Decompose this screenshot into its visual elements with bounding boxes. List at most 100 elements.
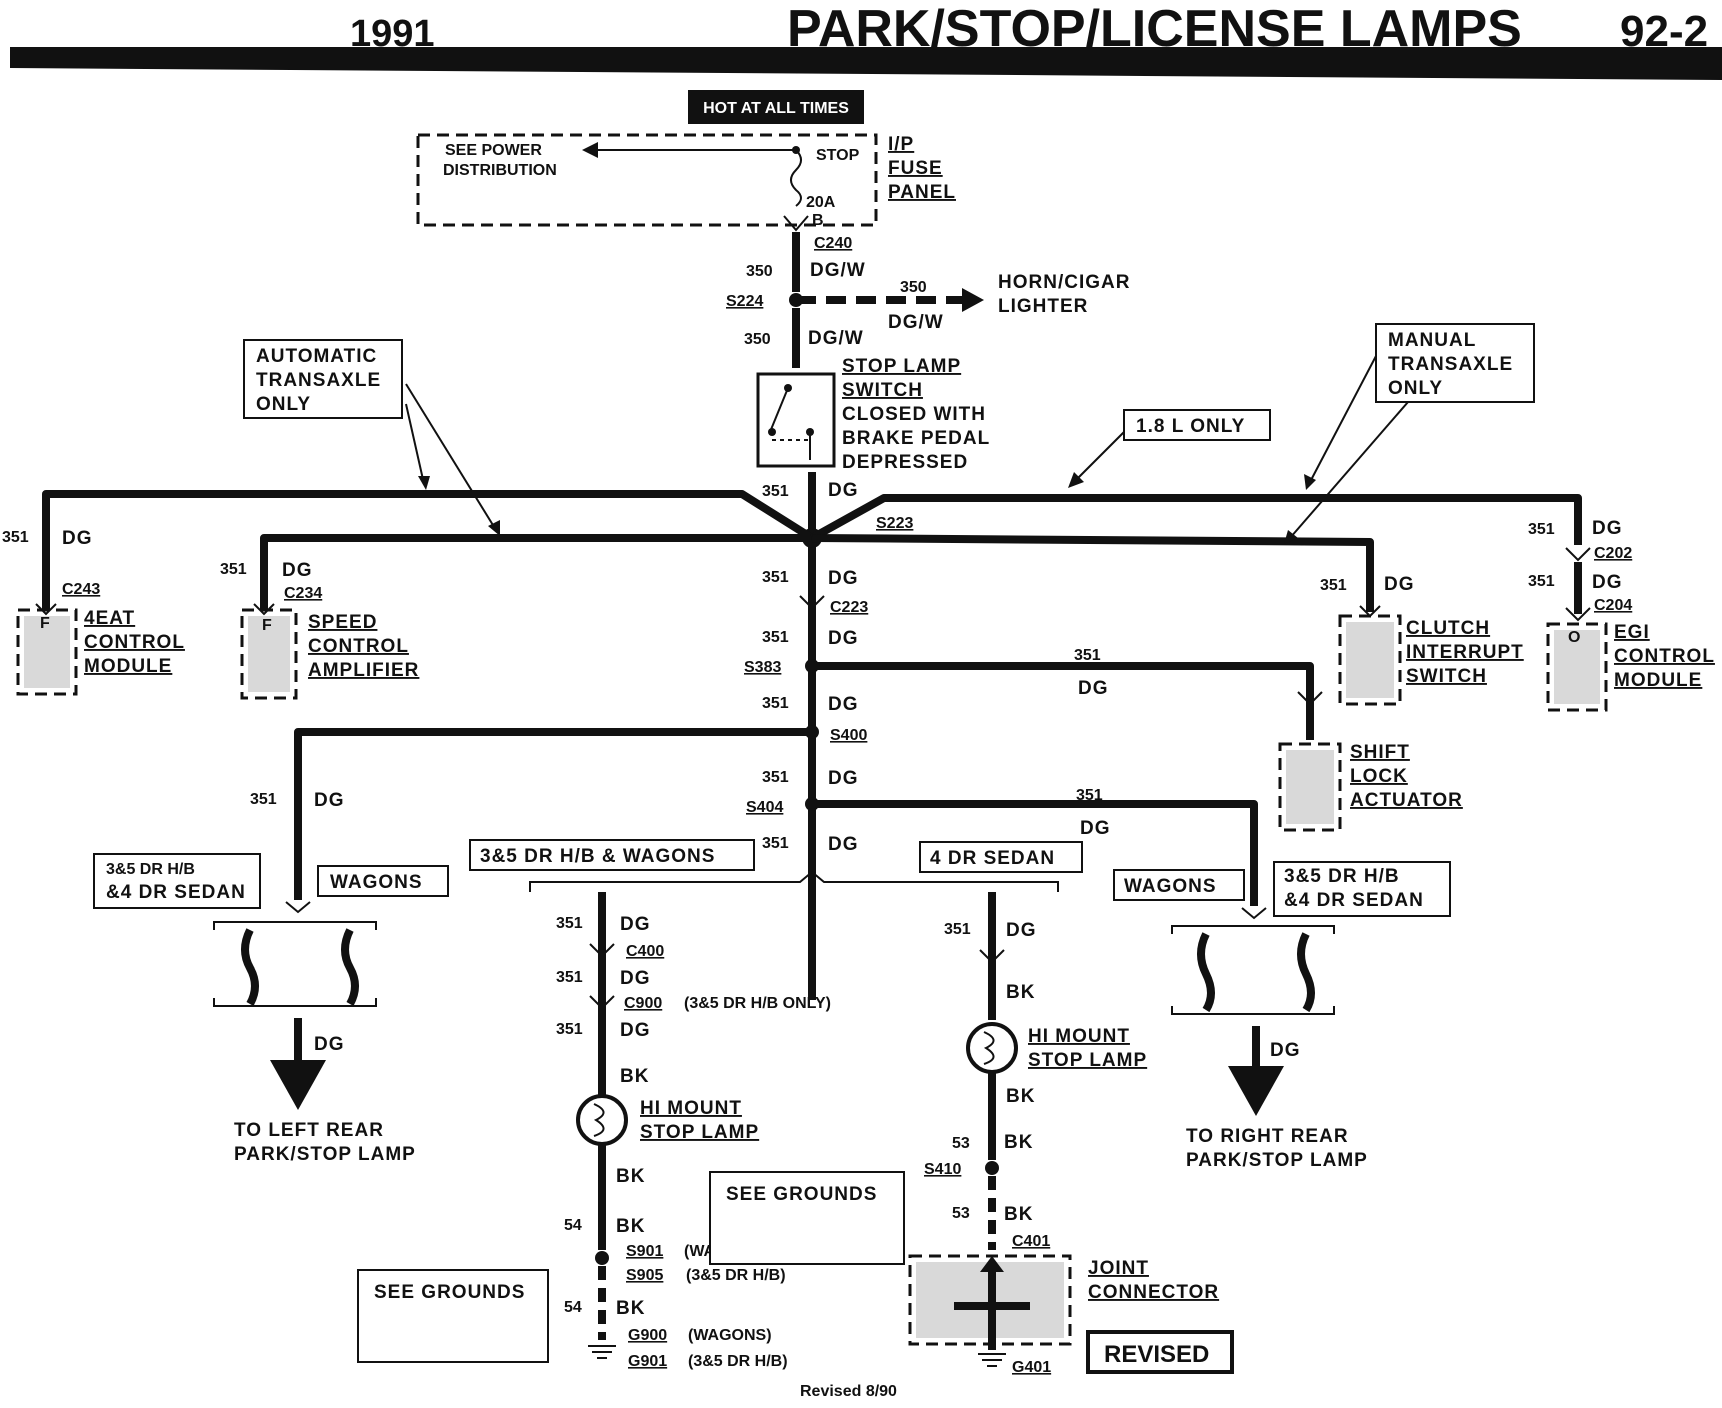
eat-label-1: 4EAT bbox=[84, 608, 135, 629]
speed-pin-f: F bbox=[262, 617, 272, 634]
variant-box-right-hb bbox=[1273, 861, 1451, 917]
stop-switch-1: STOP LAMP bbox=[842, 356, 961, 377]
variant-sedan4: 4 DR SEDAN bbox=[930, 848, 1055, 869]
revised-date: Revised 8/90 bbox=[800, 1383, 897, 1400]
fuse-panel-outline bbox=[416, 133, 878, 227]
upper-branches: 351 DG C243 351 DG C234 351 DG 351 DG C2… bbox=[2, 323, 1632, 622]
horn-wire-350: 350 bbox=[900, 279, 927, 296]
horn-label-2: LIGHTER bbox=[998, 296, 1088, 317]
see-grounds-center: SEE GROUNDS bbox=[726, 1184, 877, 1205]
g901-note: (3&5 DR H/B) bbox=[688, 1353, 788, 1370]
c240-label: C240 bbox=[814, 235, 852, 252]
wire-dg-c204: DG bbox=[1592, 572, 1623, 593]
c243-label: C243 bbox=[62, 581, 100, 598]
wire-dg-eat: DG bbox=[62, 528, 93, 549]
arrow-right-icon bbox=[962, 288, 984, 312]
wire-dg-hm1-b: DG bbox=[620, 968, 651, 989]
c400-label: C400 bbox=[626, 943, 664, 960]
variant-box-sedan4 bbox=[919, 841, 1083, 873]
hi-mount-stop-lamp-2 bbox=[966, 1022, 1018, 1074]
eat-pin-f: F bbox=[40, 615, 50, 632]
wire-bk-hm1-d: BK bbox=[616, 1298, 645, 1319]
wire-351-trunk-e: 351 bbox=[762, 769, 789, 786]
himount1-label-1: HI MOUNT bbox=[640, 1098, 742, 1119]
himount2-label-1: HI MOUNT bbox=[1028, 1026, 1130, 1047]
egi-label-1: EGI bbox=[1614, 622, 1650, 643]
stop-switch-5: DEPRESSED bbox=[842, 452, 968, 473]
speed-control-amplifier bbox=[240, 608, 298, 700]
wire-351-right: 351 bbox=[1076, 787, 1103, 804]
variant-left-hb-2: &4 DR SEDAN bbox=[106, 882, 246, 903]
wire-54-a: 54 bbox=[564, 1217, 582, 1234]
eat-label-2: CONTROL bbox=[84, 632, 185, 653]
wire-dg-left-rear: DG bbox=[314, 1034, 345, 1055]
wire-dg-hm1-a: DG bbox=[620, 914, 651, 935]
s905-label: S905 bbox=[626, 1267, 663, 1284]
wire-bk-hm2-a: BK bbox=[1006, 982, 1035, 1003]
wire-dg-shift: DG bbox=[1078, 678, 1109, 699]
egi-label-2: CONTROL bbox=[1614, 646, 1715, 667]
wire-54-b: 54 bbox=[564, 1299, 582, 1316]
wire-351-trunk-a: 351 bbox=[762, 483, 789, 500]
variant-box-right-wagons bbox=[1113, 869, 1245, 901]
s400-label: S400 bbox=[830, 727, 867, 744]
wire-dgw-a: DG/W bbox=[810, 260, 866, 281]
variant-left-hb-1: 3&5 DR H/B bbox=[106, 861, 195, 878]
c202-label: C202 bbox=[1594, 545, 1632, 562]
variant-box-hb-wagons bbox=[469, 839, 755, 871]
c223-label: C223 bbox=[830, 599, 868, 616]
g901-label: G901 bbox=[628, 1353, 667, 1370]
speed-label-3: AMPLIFIER bbox=[308, 660, 419, 681]
wire-351-hm1-b: 351 bbox=[556, 969, 583, 986]
auto-note-3: ONLY bbox=[256, 394, 311, 415]
s223-label: S223 bbox=[876, 515, 913, 532]
l18-note bbox=[1123, 409, 1271, 441]
s901-s905-splice bbox=[595, 1251, 609, 1265]
g401-label: G401 bbox=[1012, 1359, 1051, 1376]
speed-label-2: CONTROL bbox=[308, 636, 409, 657]
s905-note: (3&5 DR H/B) bbox=[686, 1267, 786, 1284]
manual-note-1: MANUAL bbox=[1388, 330, 1476, 351]
clutch-interrupt-switch bbox=[1338, 614, 1402, 706]
egi-control-module bbox=[1546, 622, 1608, 712]
wire-bk-hm2-b: BK bbox=[1006, 1086, 1035, 1107]
right-rear-branch: DG TO RIGHT REAR PARK/STOP LAMP bbox=[1171, 907, 1368, 1171]
wire-351-trunk-f: 351 bbox=[762, 835, 789, 852]
wire-bk-hm1-a: BK bbox=[620, 1066, 649, 1087]
wire-dg-hm2: DG bbox=[1006, 920, 1037, 941]
wire-351-c204: 351 bbox=[1528, 573, 1555, 590]
sedan4-branch: 351 DG BK HI MOUNT STOP LAMP BK 53 BK S4… bbox=[800, 892, 1234, 1400]
stop-switch-2: SWITCH bbox=[842, 380, 923, 401]
mid-trunk: 351 DG C223 351 DG S383 351 DG SHIFT LOC… bbox=[250, 568, 1462, 906]
wire-dg-trunk-e: DG bbox=[828, 768, 859, 789]
hot-at-all-times-label: HOT AT ALL TIMES bbox=[703, 100, 849, 117]
see-grounds-box-left bbox=[357, 1269, 549, 1363]
revised-box bbox=[1086, 1330, 1234, 1374]
hi-mount-stop-lamp-1 bbox=[576, 1094, 628, 1146]
wire-53-b: 53 bbox=[952, 1205, 970, 1222]
horn-wire-dgw: DG/W bbox=[888, 312, 944, 333]
wire-dg-clutch: DG bbox=[1384, 574, 1415, 595]
revised-box-text: REVISED bbox=[1104, 1341, 1209, 1368]
s224-label: S224 bbox=[726, 293, 763, 310]
fuse-panel-name-2: FUSE bbox=[888, 158, 943, 179]
stop-switch-4: BRAKE PEDAL bbox=[842, 428, 990, 449]
c900-note: (3&5 DR H/B ONLY) bbox=[684, 995, 831, 1012]
wire-dg-trunk-b: DG bbox=[828, 568, 859, 589]
c234-label: C234 bbox=[284, 585, 322, 602]
distribution-text: DISTRIBUTION bbox=[443, 162, 557, 179]
s383-label: S383 bbox=[744, 659, 781, 676]
fuse-panel-name-1: I/P bbox=[888, 134, 914, 155]
joint-label-2: CONNECTOR bbox=[1088, 1282, 1219, 1303]
egi-pin-o: O bbox=[1568, 629, 1580, 646]
auto-transaxle-note bbox=[243, 339, 403, 419]
joint-label-1: JOINT bbox=[1088, 1258, 1149, 1279]
clutch-label-3: SWITCH bbox=[1406, 666, 1487, 687]
wire-dgw-b: DG/W bbox=[808, 328, 864, 349]
variant-right-wagons: WAGONS bbox=[1124, 876, 1217, 897]
variant-left-wagons: WAGONS bbox=[330, 872, 423, 893]
main-trunk: C240 350 DG/W S224 350 DG/W HORN/CIGAR L… bbox=[726, 215, 1129, 1000]
variant-box-left-hb bbox=[93, 853, 261, 909]
dest-right-2: PARK/STOP LAMP bbox=[1186, 1150, 1368, 1171]
